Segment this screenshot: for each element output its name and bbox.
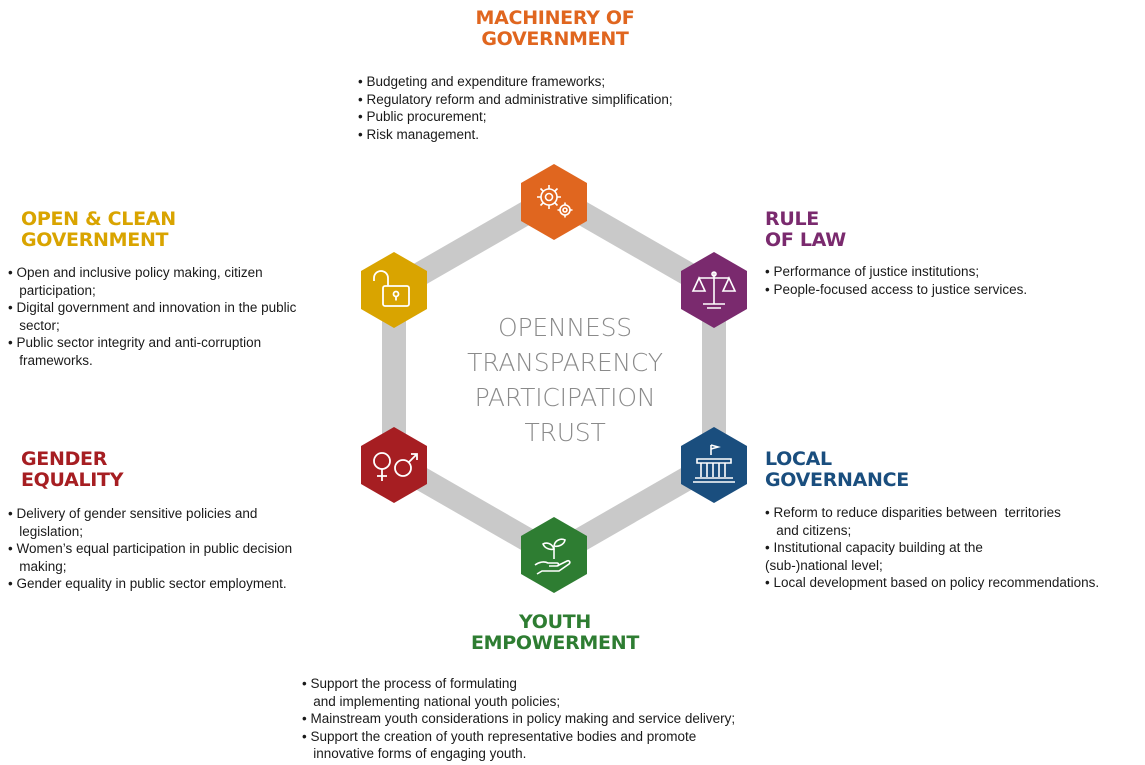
list-item: • Institutional capacity building at the bbox=[765, 540, 983, 555]
center-values: OPENNESS TRANSPARENCY PARTICIPATION TRUS… bbox=[440, 310, 690, 450]
list-item: • Delivery of gender sensitive policies … bbox=[8, 506, 258, 521]
list-item: • Public sector integrity and anti-corru… bbox=[8, 335, 262, 350]
center-line-trust: TRUST bbox=[524, 418, 606, 447]
list-item: • Support the process of formulating bbox=[302, 676, 517, 691]
list-item: and implementing national youth policies… bbox=[302, 693, 561, 709]
list-item: innovative forms of engaging youth. bbox=[302, 746, 527, 761]
list-item: • Public procurement; bbox=[358, 109, 487, 124]
list-item: participation; bbox=[8, 282, 96, 298]
local-governance-list: • Reform to reduce disparities between t… bbox=[765, 504, 1099, 592]
machinery-title: MACHINERY OF GOVERNMENT bbox=[440, 8, 670, 50]
gender-title-line-1: GENDER bbox=[21, 448, 108, 470]
youth-list: • Support the process of formulating and… bbox=[302, 675, 735, 763]
rule-of-law-title-line-1: RULE bbox=[765, 208, 819, 230]
list-item: • Reform to reduce disparities between t… bbox=[765, 505, 1061, 520]
youth-title-line-1: YOUTH bbox=[518, 611, 592, 633]
center-line-participation: PARTICIPATION bbox=[474, 383, 656, 412]
gender-title: GENDER EQUALITY bbox=[21, 449, 123, 491]
machinery-list: • Budgeting and expenditure frameworks; … bbox=[358, 73, 673, 143]
local-governance-title-line-1: LOCAL bbox=[765, 448, 832, 470]
open-padlock-icon bbox=[361, 252, 427, 328]
scales-icon bbox=[681, 252, 747, 328]
machinery-hexagon bbox=[517, 162, 591, 242]
list-item: legislation; bbox=[8, 523, 84, 539]
open-clean-hexagon bbox=[357, 250, 431, 330]
machinery-title-line-2: GOVERNMENT bbox=[481, 28, 629, 50]
list-item: frameworks. bbox=[8, 352, 93, 368]
local-governance-title: LOCAL GOVERNANCE bbox=[765, 449, 909, 491]
open-clean-title-line-1: OPEN & CLEAN bbox=[21, 208, 176, 230]
gender-hexagon bbox=[357, 425, 431, 505]
gender-title-line-2: EQUALITY bbox=[21, 469, 124, 491]
list-item: • Support the creation of youth represen… bbox=[302, 728, 697, 744]
rule-of-law-hexagon bbox=[677, 250, 751, 330]
list-item: (sub-)national level; bbox=[765, 557, 883, 573]
youth-title-line-2: EMPOWERMENT bbox=[471, 632, 639, 654]
list-item: • Regulatory reform and administrative s… bbox=[358, 91, 673, 107]
open-clean-list: • Open and inclusive policy making, citi… bbox=[8, 264, 296, 369]
gears-icon bbox=[521, 164, 587, 240]
gender-list: • Delivery of gender sensitive policies … bbox=[8, 505, 292, 593]
local-governance-title-line-2: GOVERNANCE bbox=[765, 469, 909, 491]
center-line-openness: OPENNESS bbox=[498, 313, 632, 342]
list-item: • Open and inclusive policy making, citi… bbox=[8, 265, 263, 280]
youth-title: YOUTH EMPOWERMENT bbox=[440, 612, 670, 654]
list-item: making; bbox=[8, 558, 67, 574]
list-item: • Budgeting and expenditure frameworks; bbox=[358, 74, 606, 89]
machinery-title-line-1: MACHINERY OF bbox=[475, 7, 635, 29]
list-item: • Gender equality in public sector emplo… bbox=[8, 576, 287, 591]
gender-symbols-icon bbox=[361, 427, 427, 503]
list-item: • Performance of justice institutions; bbox=[765, 264, 980, 279]
government-building-icon bbox=[681, 427, 747, 503]
youth-hexagon bbox=[517, 515, 591, 595]
list-item: • Digital government and innovation in t… bbox=[8, 300, 297, 315]
list-item: • Risk management. bbox=[358, 126, 480, 142]
list-item: • People-focused access to justice servi… bbox=[765, 281, 1028, 297]
rule-of-law-title-line-2: OF LAW bbox=[765, 229, 846, 251]
list-item: and citizens; bbox=[765, 522, 852, 538]
open-clean-title: OPEN & CLEAN GOVERNMENT bbox=[21, 209, 176, 251]
list-item: • Women’s equal participation in public … bbox=[8, 541, 293, 556]
list-item: • Mainstream youth considerations in pol… bbox=[302, 711, 736, 726]
list-item: sector; bbox=[8, 317, 60, 333]
rule-of-law-title: RULE OF LAW bbox=[765, 209, 846, 251]
hand-seedling-icon bbox=[521, 517, 587, 593]
center-line-transparency: TRANSPARENCY bbox=[467, 348, 663, 377]
rule-of-law-list: • Performance of justice institutions; •… bbox=[765, 263, 1027, 298]
open-clean-title-line-2: GOVERNMENT bbox=[21, 229, 169, 251]
local-governance-hexagon bbox=[677, 425, 751, 505]
list-item: • Local development based on policy reco… bbox=[765, 575, 1100, 590]
